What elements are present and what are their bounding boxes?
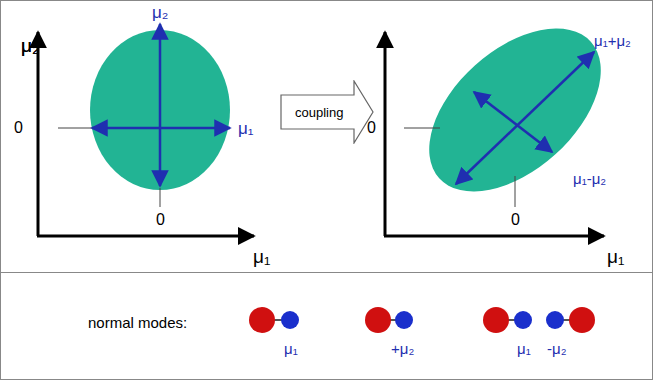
- axis: [384, 235, 604, 238]
- molecule: [483, 307, 532, 333]
- axis: [37, 32, 40, 236]
- zero-guide: [404, 128, 440, 129]
- zero-tick: 0: [367, 120, 376, 136]
- arrow-text: coupling: [295, 106, 343, 119]
- mode-label: μ₁-μ₂: [573, 171, 606, 186]
- zero-guide: [58, 128, 92, 129]
- mode-label: μ₂: [152, 4, 168, 21]
- mode-label: +μ₂: [391, 341, 414, 356]
- molecule: [546, 307, 595, 333]
- mode-arrow: [474, 92, 552, 152]
- mode-arrow: [456, 52, 594, 184]
- zero-tick: 0: [156, 212, 165, 228]
- molecule: [249, 307, 299, 333]
- mode-label: μ₁: [284, 341, 298, 356]
- zero-guide: [160, 188, 161, 207]
- mode-label: μ₁: [517, 341, 531, 356]
- zero-tick: 0: [511, 212, 520, 228]
- mode-label: μ₁+μ₂: [594, 33, 631, 48]
- zero-guide: [515, 176, 516, 207]
- coupling-arrow: coupling: [280, 80, 374, 144]
- zero-tick: 0: [14, 120, 23, 136]
- axis-label: μ₂: [21, 36, 39, 55]
- mode-arrow: [159, 24, 162, 186]
- mode-arrow: [92, 127, 230, 130]
- axis: [384, 32, 387, 236]
- axis-label: μ₁: [607, 247, 624, 266]
- row-heading: normal modes:: [88, 315, 187, 330]
- axis-label: μ₁: [253, 247, 270, 266]
- distribution-ellipse: [399, 0, 631, 223]
- divider: [0, 272, 653, 273]
- mode-label: μ₁: [238, 120, 254, 137]
- mode-label: -μ₂: [547, 341, 566, 356]
- molecule: [365, 307, 413, 333]
- axis: [37, 235, 254, 238]
